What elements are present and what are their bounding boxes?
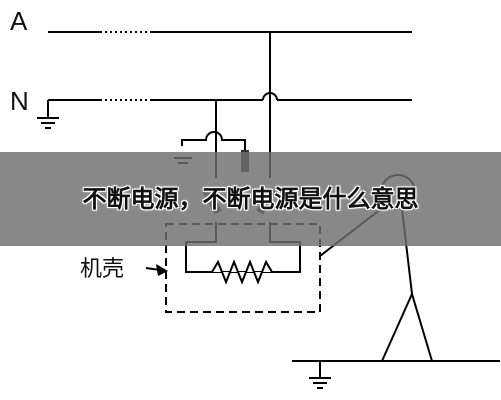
title-banner: 不断电源，不断电源是什么意思	[0, 152, 501, 246]
heating-resistor	[211, 259, 273, 285]
banner-title: 不断电源，不断电源是什么意思	[82, 185, 419, 213]
appliance-casing	[165, 223, 321, 313]
line-a-label: A	[10, 6, 28, 36]
neutral-ground-symbol	[37, 117, 59, 129]
earth-jumper	[181, 131, 246, 150]
floor-ground-symbol	[309, 377, 331, 389]
person-leg-right	[411, 293, 433, 362]
casing-arrow-head	[156, 264, 168, 276]
casing-label: 机壳	[80, 257, 124, 282]
line-n-label: N	[10, 86, 29, 116]
person-leg-left	[381, 293, 413, 362]
